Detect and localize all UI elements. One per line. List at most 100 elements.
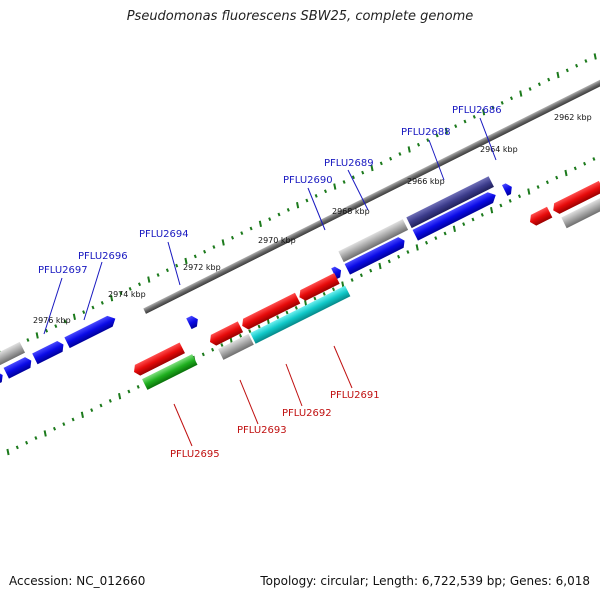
gene-label[interactable]: PFLU2694 [139,229,189,240]
gene-labels-reverse: PFLU2691 PFLU2692 PFLU2693 PFLU2695 [170,390,380,460]
kbp-label: 2966 kbp [407,177,445,186]
minor-tick [443,231,447,236]
gene-arrow-pflu2686[interactable] [501,182,515,196]
minor-tick [220,343,224,347]
gene-arrow[interactable] [527,206,553,228]
gene-label[interactable]: PFLU2689 [324,158,374,169]
gene-label[interactable]: PFLU2695 [170,449,220,460]
gene-label[interactable]: PFLU2697 [38,265,88,276]
minor-tick [63,319,67,324]
major-tick [527,188,531,195]
minor-tick [314,194,318,198]
minor-tick [537,82,541,87]
minor-tick [26,338,30,342]
major-tick [80,411,84,418]
minor-tick [555,175,559,180]
minor-tick [201,352,205,357]
kbp-label: 2976 kbp [33,316,71,325]
minor-tick [547,77,551,82]
minor-tick [517,194,522,199]
minor-tick [285,310,289,315]
minor-tick [34,436,38,440]
gene-arrow-pflu2692[interactable] [240,292,301,331]
minor-tick [573,166,577,171]
gene-arrow-pflu2688[interactable] [412,190,499,241]
minor-tick [90,408,94,413]
major-tick [147,276,151,283]
minor-tick [268,217,272,222]
gene-arrow-pflu2696[interactable] [64,313,118,349]
gene-arrow-pflu2690[interactable] [331,265,344,280]
minor-tick [44,328,49,333]
gene-arrow-pflu2691[interactable] [297,273,340,303]
major-tick [452,225,456,232]
gene-label[interactable]: PFLU2690 [283,175,333,186]
gene-arrow-pflu2693[interactable] [207,321,244,347]
minor-tick [128,287,132,291]
gene-label[interactable]: PFLU2691 [330,390,380,401]
pseudo-gene[interactable] [561,190,600,229]
kbp-label: 2968 kbp [332,207,370,216]
gene-arrow[interactable] [3,355,34,379]
major-tick [490,207,494,214]
major-tick [43,430,47,437]
minor-tick [387,259,391,264]
pseudo-gene-2693[interactable] [218,333,254,360]
minor-tick [91,305,95,310]
minor-tick [294,305,298,310]
major-tick [593,53,597,60]
minor-tick [211,347,215,352]
gene-leader-lines-reverse [173,345,353,447]
major-tick [184,257,188,265]
minor-tick [25,440,29,445]
minor-tick [480,212,484,217]
minor-tick [323,189,328,194]
minor-tick [230,235,235,240]
pseudo-gene-2689[interactable] [338,219,409,263]
minor-tick [379,161,383,166]
gene-dark-pflu2688[interactable] [406,176,494,229]
gene-cyan-pflu2692[interactable] [250,285,351,344]
gene-leader-lines-forward [43,117,497,335]
minor-tick [389,156,393,161]
gene-label[interactable]: PFLU2692 [282,408,332,419]
minor-tick [424,240,429,245]
minor-tick [238,333,243,338]
major-tick [519,90,523,97]
gene-label[interactable]: PFLU2688 [401,127,451,138]
gene-arrow-pflu2689[interactable] [344,235,408,275]
minor-tick [276,315,280,320]
minor-tick [575,63,579,68]
gene-label[interactable]: PFLU2686 [452,105,502,116]
kbp-labels: 2962 kbp 2964 kbp 2966 kbp 2968 kbp 2970… [33,113,592,325]
kbp-label: 2964 kbp [480,145,518,154]
topology-text: Topology: circular; Length: 6,722,539 bp… [260,574,590,588]
gene-label[interactable]: PFLU2693 [237,425,287,436]
major-tick [407,146,411,153]
pseudo-gene[interactable] [0,341,26,366]
major-tick [296,202,300,209]
gene-arrow-pflu2695[interactable] [131,342,185,377]
minor-tick [286,207,290,212]
minor-tick [454,124,458,129]
major-tick [370,164,374,172]
major-tick [258,220,262,227]
gene-label[interactable]: PFLU2696 [78,251,128,262]
minor-tick [351,175,355,180]
gene-arrow[interactable] [0,370,5,385]
minor-tick [416,142,421,147]
minor-tick [137,282,142,287]
major-tick [221,239,225,246]
minor-tick [165,268,169,273]
minor-tick [565,68,569,73]
minor-tick [249,226,253,231]
kbp-label: 2962 kbp [554,113,592,122]
major-tick [6,448,10,456]
minor-tick [305,198,309,203]
gene-arrow[interactable] [551,180,600,216]
gene-arrow-pflu2694[interactable] [186,314,200,330]
minor-tick [54,324,58,328]
gene-arrow[interactable] [32,339,66,365]
gene-green-pflu2695[interactable] [142,354,198,390]
minor-tick [127,389,131,394]
